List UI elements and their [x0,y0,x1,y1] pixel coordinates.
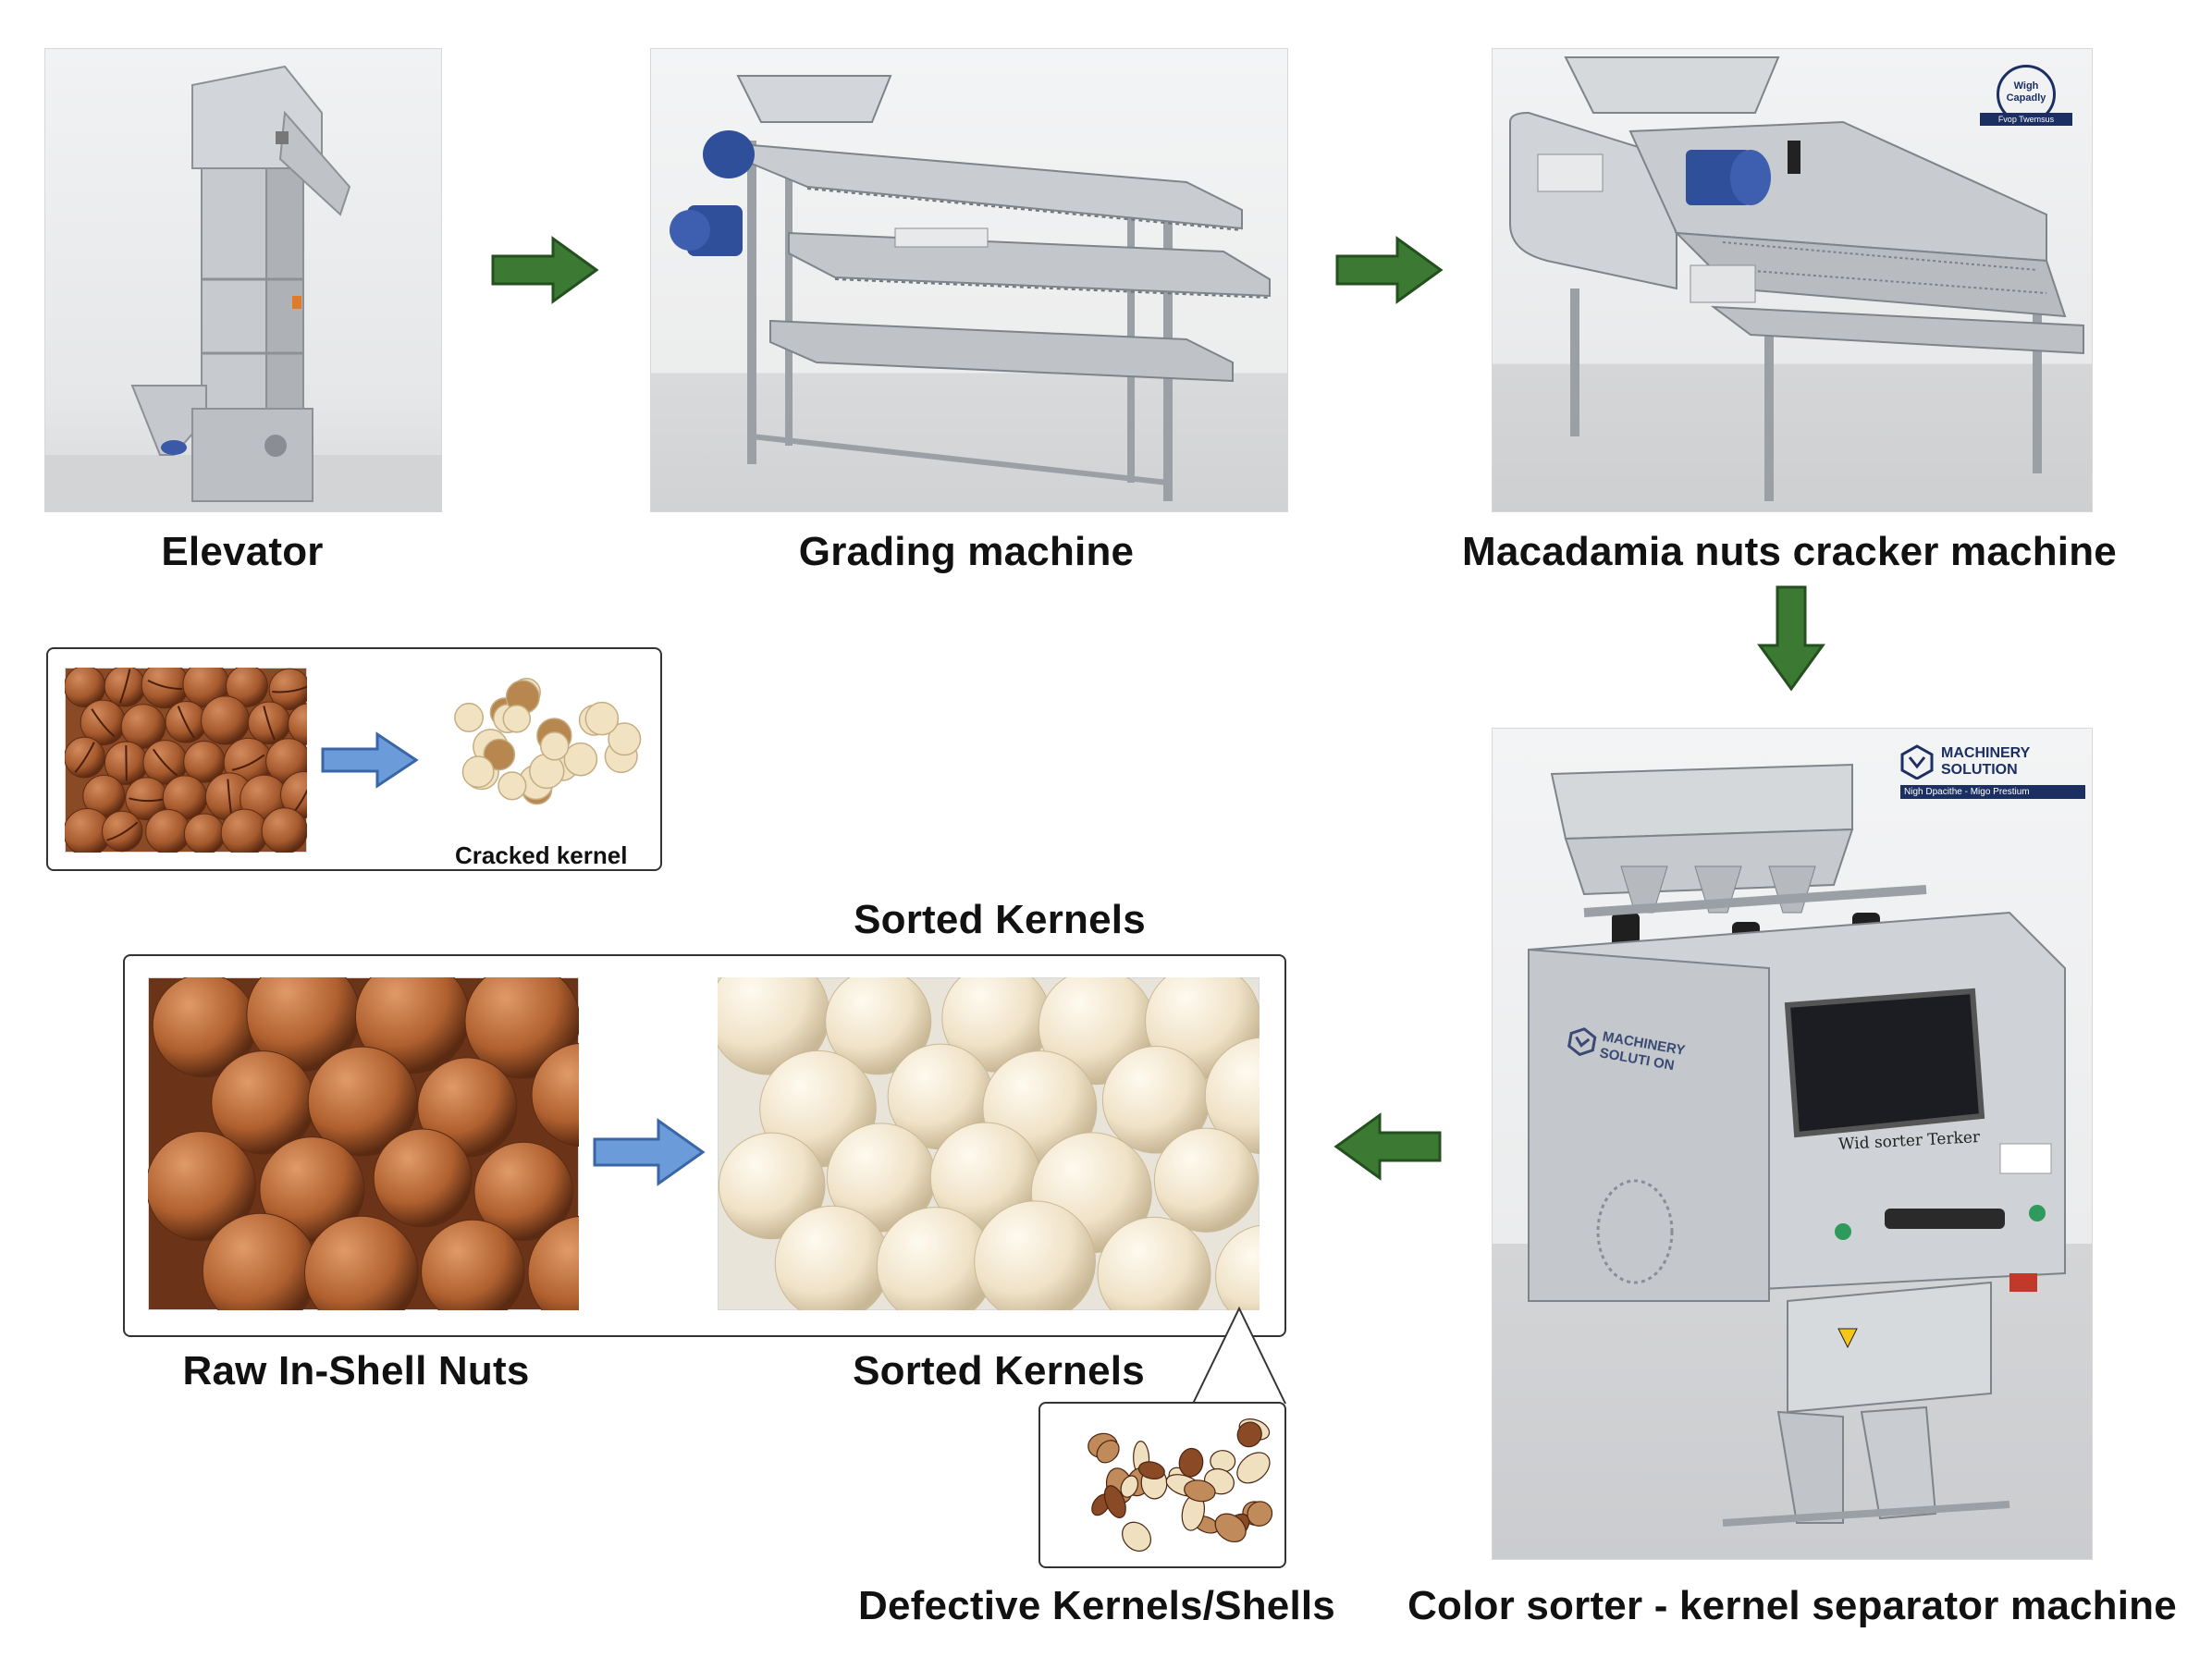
flow-arrow-left [1333,1112,1442,1181]
sorter-body-brand: MACHINERY SOLUTI ON [1566,1023,1686,1075]
cracker-machine-image: Wigh Capadly Fvop Twemsus [1492,48,2093,512]
whole-nuts-image [65,668,307,853]
cracker-badge-ribbon: Fvop Twemsus [1980,113,2072,126]
sorter-brand-line1: MACHINERY [1941,745,2031,761]
defective-shells-illustration [1088,1418,1273,1553]
cracker-machine-illustration [1509,56,2084,501]
detail-arrow-1 [321,731,419,789]
cracker-badge: Wigh Capadly Fvop Twemsus [1980,65,2072,139]
sorted-kernels-top-label: Sorted Kernels [854,897,1146,942]
cracker-machine-label: Macadamia nuts cracker machine [1462,529,2117,574]
detail-arrow-2 [593,1118,706,1186]
sorter-brand-badge: MACHINERY SOLUTION Nigh Dpacithe - Migo … [1900,744,2085,799]
defective-kernels-box [1038,1402,1286,1568]
raw-inshell-nuts-label: Raw In-Shell Nuts [182,1348,530,1393]
flow-arrow-right-2 [1335,236,1444,304]
cracked-kernel-inset: Cracked kernel [46,647,662,871]
sorter-brand-text: MACHINERY SOLUTION [1941,745,2030,779]
elevator-image [44,48,442,512]
cracked-kernel-label: Cracked kernel [455,841,628,869]
grading-machine-image [650,48,1288,512]
cracker-badge-line2: Capadly [2006,92,2046,104]
grading-machine-illustration [670,75,1271,501]
color-sorter-illustration [1528,763,2066,1527]
cracked-kernels-image [432,658,654,829]
flow-arrow-right-1 [491,236,599,304]
whole-nuts-illustration [65,668,307,853]
grading-machine-label: Grading machine [798,529,1135,574]
flow-arrow-down [1757,585,1825,692]
defective-callout-pointer [1192,1306,1286,1405]
hexagon-logo-icon [1900,744,1934,779]
elevator-illustration [44,65,442,512]
sorter-brand-ribbon: Nigh Dpacithe - Migo Prestium [1900,785,2085,799]
raw-inshell-nuts-illustration [148,977,579,1310]
defective-kernels-label: Defective Kernels/Shells [858,1583,1335,1628]
sorter-brand-row: MACHINERY SOLUTION [1900,744,2085,779]
elevator-label: Elevator [161,529,324,574]
color-sorter-label: Color sorter - kernel separator machine [1407,1583,2177,1628]
raw-inshell-nuts-image [148,977,579,1310]
color-sorter-image: MACHINERY SOLUTION Nigh Dpacithe - Migo … [1492,728,2093,1560]
cracker-badge-line1: Wigh [2013,80,2039,92]
sorter-brand-line2: SOLUTION [1941,762,2018,778]
hexagon-body-logo-icon [1567,1027,1597,1057]
sorted-kernels-illustration [718,977,1260,1310]
sorted-kernels-bottom-label: Sorted Kernels [853,1348,1145,1393]
sorted-kernels-image [718,977,1260,1310]
cracked-kernels-illustration [454,678,642,805]
